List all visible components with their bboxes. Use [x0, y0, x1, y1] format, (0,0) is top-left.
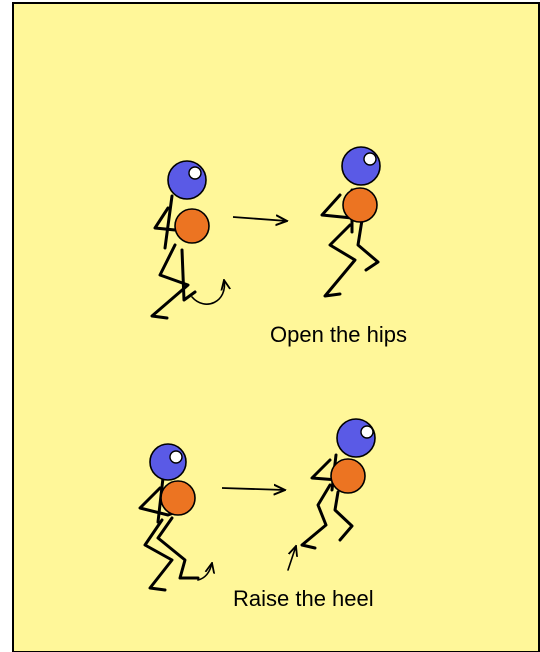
- caption-open-hips: Open the hips: [270, 322, 407, 347]
- body-ball: [330, 458, 366, 494]
- figure-open-hips-before: [150, 160, 224, 320]
- head: [167, 160, 207, 200]
- figure-raise-heel-after: [287, 418, 376, 571]
- right-leg: [156, 516, 200, 580]
- arm: [310, 458, 340, 482]
- heel-lift-arrow: [287, 546, 296, 571]
- left-leg: [150, 243, 190, 320]
- left-leg: [323, 223, 357, 298]
- body-ball: [342, 187, 378, 223]
- hip-rotation-arrow: [191, 280, 224, 305]
- heel-arrow: [197, 563, 212, 581]
- left-leg: [143, 518, 174, 592]
- figure-raise-heel-before: [138, 443, 212, 592]
- transition-arrow-heel: [221, 488, 285, 490]
- eye: [169, 450, 183, 464]
- transition-arrow-hips: [232, 217, 287, 221]
- right-leg: [180, 248, 197, 302]
- body-ball: [160, 480, 196, 516]
- caption-raise-heel: Raise the heel: [233, 586, 374, 611]
- left-leg: [300, 483, 332, 550]
- body-ball: [174, 208, 210, 244]
- eye: [360, 425, 374, 439]
- eye: [363, 152, 377, 166]
- diagram-panel: [12, 2, 540, 652]
- figure-open-hips-after: [320, 146, 381, 298]
- spine: [163, 194, 174, 250]
- head: [341, 146, 381, 186]
- right-leg: [333, 490, 354, 542]
- head: [149, 443, 187, 481]
- right-leg: [356, 218, 380, 272]
- arm: [320, 193, 354, 220]
- eye: [188, 166, 202, 180]
